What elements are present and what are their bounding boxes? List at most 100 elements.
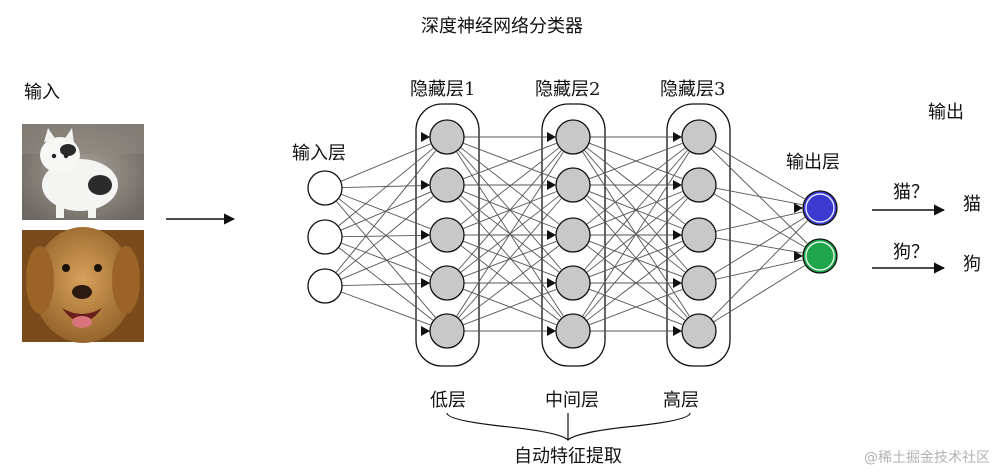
connection-edge <box>341 282 430 287</box>
connection-edge <box>583 150 688 271</box>
connection-edge <box>586 147 686 225</box>
connection-edge <box>581 151 690 317</box>
high-level-label: 高层 <box>663 390 699 411</box>
dog-photo <box>22 227 144 343</box>
arrowhead <box>794 251 803 261</box>
hidden1-node <box>429 217 465 253</box>
connection-edge <box>586 195 686 273</box>
connection-edge <box>340 291 431 326</box>
hidden-layer-2-label: 隐藏层2 <box>535 79 600 100</box>
input-node <box>307 268 343 304</box>
hidden-layer-3-label: 隐藏层3 <box>660 79 725 100</box>
connection-edge <box>338 247 434 321</box>
connection-edge <box>460 147 560 225</box>
connection-edge <box>335 150 436 274</box>
connection-edge <box>341 184 430 189</box>
connection-edge <box>335 200 436 318</box>
arrowhead <box>673 278 682 288</box>
connection-edge <box>340 143 431 182</box>
connection-edge <box>337 148 434 227</box>
output-node <box>802 190 838 226</box>
connection-edge <box>337 196 434 276</box>
cat-answer-label: 猫 <box>963 194 981 215</box>
hidden1-node <box>429 265 465 301</box>
output-label: 输出 <box>928 102 964 123</box>
connection-edge <box>713 265 805 323</box>
connection-edge <box>715 211 803 232</box>
connection-edge <box>713 145 805 200</box>
arrowhead <box>547 230 556 240</box>
input-label: 输入 <box>24 82 60 103</box>
connection-edge <box>457 198 562 319</box>
connection-edge <box>460 245 559 322</box>
dog-question-label: 狗？ <box>893 242 929 263</box>
connection-edge <box>462 142 557 180</box>
arrowhead <box>673 132 682 142</box>
connection-edge <box>713 217 805 275</box>
connection-edge <box>340 191 431 231</box>
arrowhead <box>421 230 430 240</box>
connection-edge <box>457 150 562 271</box>
arrowhead <box>794 203 803 213</box>
hidden-layer-1-label: 隐藏层1 <box>410 79 475 100</box>
hidden2-node <box>555 265 591 301</box>
connection-edge <box>583 198 688 319</box>
arrowhead <box>673 326 682 336</box>
hidden1-node <box>429 119 465 155</box>
arrowhead <box>547 180 556 190</box>
arrowhead <box>421 278 430 288</box>
cat-question-label: 猫？ <box>893 182 929 203</box>
hidden3-node <box>681 313 717 349</box>
connection-edge <box>455 151 564 317</box>
output-node <box>802 238 838 274</box>
hidden2-node <box>555 313 591 349</box>
hidden1-node <box>429 313 465 349</box>
connections <box>335 132 808 336</box>
dog-answer-label: 狗 <box>963 254 981 275</box>
connection-edge <box>338 198 434 273</box>
connection-edge <box>583 197 688 318</box>
connection-edge <box>460 195 560 273</box>
connection-edge <box>713 193 805 248</box>
arrowhead <box>421 326 430 336</box>
arrowhead <box>547 132 556 142</box>
hidden3-node <box>681 217 717 253</box>
input-node <box>307 219 343 255</box>
low-level-label: 低层 <box>430 390 466 411</box>
hidden1-node <box>429 167 465 203</box>
connection-edge <box>586 147 686 225</box>
diagram-title: 深度神经网络分类器 <box>421 16 583 37</box>
nodes <box>307 119 838 349</box>
input-node <box>307 170 343 206</box>
input-layer-label: 输入层 <box>292 143 346 164</box>
arrowhead <box>673 180 682 190</box>
connection-edge <box>588 142 683 180</box>
arrowhead <box>421 180 430 190</box>
hidden2-node <box>555 217 591 253</box>
feature-extraction-label: 自动特征提取 <box>514 446 622 467</box>
output-node-ring <box>805 193 835 223</box>
connection-edge <box>462 288 557 326</box>
output-node-ring <box>805 241 835 271</box>
hidden2-node <box>555 167 591 203</box>
hidden3-node <box>681 167 717 203</box>
arrowhead <box>547 278 556 288</box>
hidden3-node <box>681 265 717 301</box>
connection-edge <box>340 241 431 280</box>
hidden3-node <box>681 119 717 155</box>
connection-edge <box>588 288 683 326</box>
connection-edge <box>460 147 560 225</box>
kitten-photo <box>22 124 144 220</box>
connection-edge <box>457 197 562 318</box>
connection-edge <box>710 220 808 320</box>
arrowhead <box>673 230 682 240</box>
output-layer-label: 输出层 <box>786 152 840 173</box>
arrowhead <box>547 326 556 336</box>
hidden2-node <box>555 119 591 155</box>
mid-level-label: 中间层 <box>545 390 599 411</box>
arrowhead <box>421 132 430 142</box>
connection-edge <box>586 245 685 322</box>
connection-edge <box>715 187 803 206</box>
watermark: @稀土掘金技术社区 <box>864 450 990 466</box>
